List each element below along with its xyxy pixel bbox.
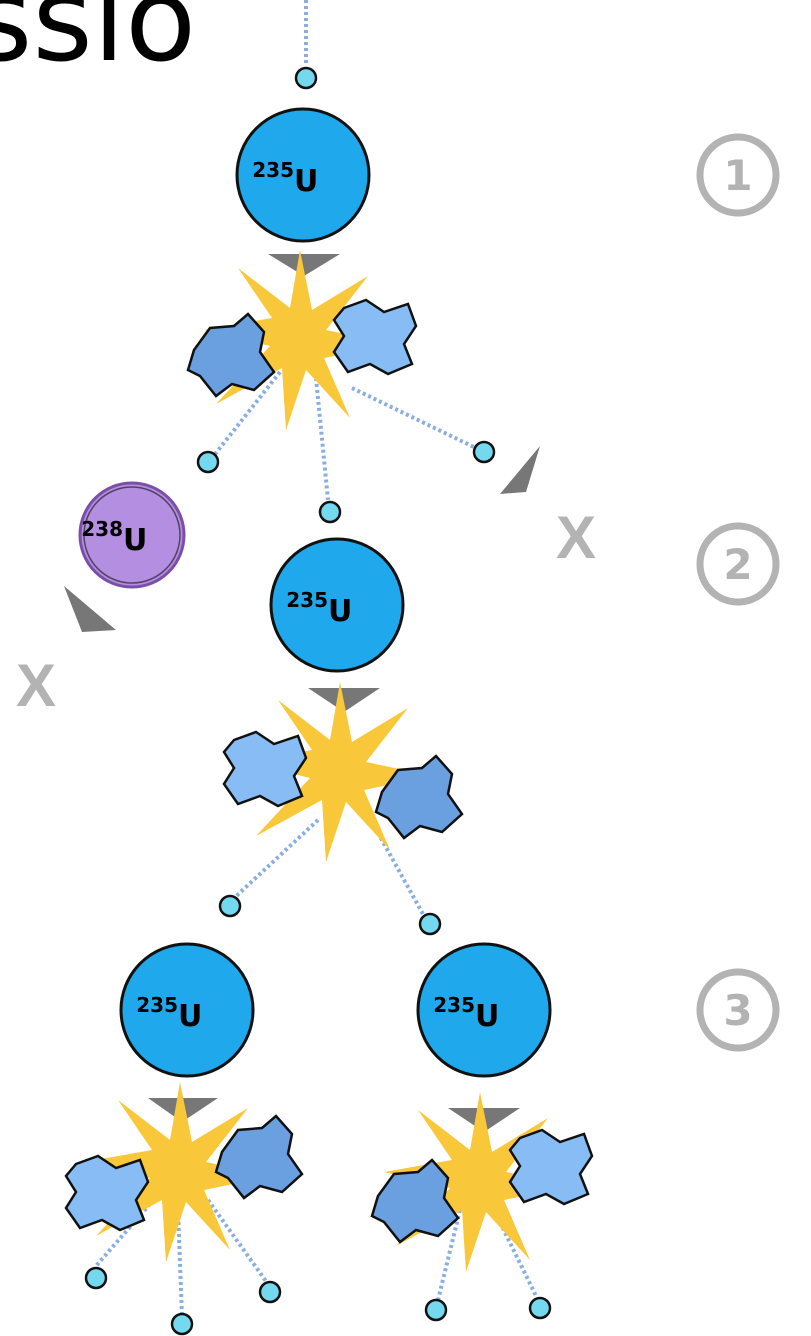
mass-number: 235 [252, 158, 294, 182]
step-badge-2: 2 [696, 522, 780, 606]
neutron [418, 912, 442, 936]
mass-number: 238 [81, 517, 123, 541]
nucleus-u235-gen1: 235 U [235, 107, 371, 243]
neutron-trail [314, 377, 330, 501]
nucleus-u238: 238 U [78, 481, 186, 589]
neutron-trail [176, 1209, 184, 1317]
element-symbol: U [178, 999, 202, 1034]
down-arrow-icon [268, 254, 340, 276]
neutron [196, 450, 220, 474]
element-symbol: U [294, 164, 318, 199]
free-neutrons [84, 66, 552, 1336]
neutron [318, 500, 342, 524]
fission-event-2 [222, 682, 464, 862]
neutron [472, 440, 496, 464]
neutron [424, 1298, 448, 1322]
step-number: 2 [723, 540, 752, 589]
nucleus-u235-gen3b: 235 U [416, 942, 552, 1078]
step-number: 1 [723, 151, 752, 200]
fission-event-3a [64, 1082, 304, 1262]
escape-arrow-icon [64, 586, 116, 632]
lost-neutron-mark: X [16, 652, 56, 719]
mass-number: 235 [136, 993, 178, 1017]
mass-number: 235 [433, 993, 475, 1017]
lost-neutron-mark: X [556, 504, 596, 571]
step-badge-1: 1 [696, 133, 780, 217]
neutron [170, 1312, 194, 1336]
fission-event-1 [186, 250, 418, 430]
nucleus-u235-gen2: 235 U [269, 537, 405, 673]
element-symbol: U [475, 999, 499, 1034]
mass-number: 235 [286, 588, 328, 612]
neutron-trail [351, 386, 481, 452]
fission-event-3b [370, 1092, 594, 1272]
escape-arrow-icon [500, 446, 540, 494]
down-arrow-icon [308, 688, 380, 712]
step-badge-3: 3 [696, 968, 780, 1052]
element-symbol: U [328, 594, 352, 629]
neutron [84, 1266, 108, 1290]
nucleus-u235-gen3a: 235 U [119, 942, 255, 1078]
neutron [258, 1280, 282, 1304]
step-number: 3 [723, 986, 752, 1035]
neutron [218, 894, 242, 918]
neutron-trail [206, 1198, 270, 1286]
element-symbol: U [123, 523, 147, 558]
neutron [294, 66, 318, 90]
neutron-trail [230, 818, 320, 902]
title-fragment: ssio [0, 0, 196, 88]
neutron [528, 1296, 552, 1320]
neutron-trail [210, 370, 282, 460]
